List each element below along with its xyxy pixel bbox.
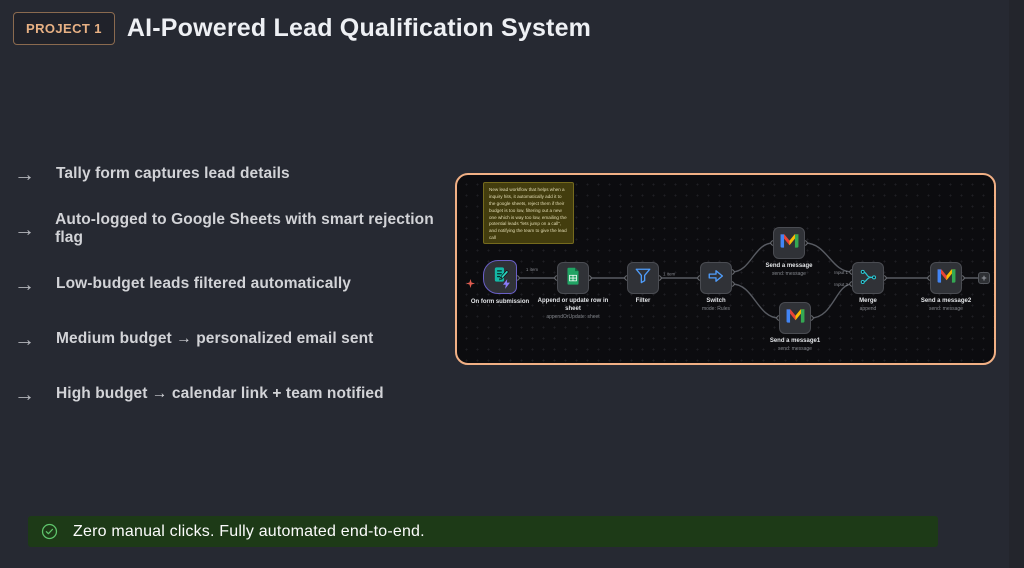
node-label: Send a message1 (769, 338, 821, 344)
node-sublabel: appendOrUpdate: sheet (546, 314, 600, 321)
check-circle-icon (41, 523, 58, 540)
arrow-icon: → (14, 272, 35, 296)
feature-text: High budget → calendar link + team notif… (56, 385, 384, 402)
gmail-icon (937, 268, 956, 288)
node-sublabel: send: message (772, 271, 806, 278)
feature-item: → Medium budget → personalized email sen… (14, 325, 454, 353)
feature-text: Tally form captures lead details (56, 165, 290, 182)
arrow-icon: → (14, 162, 35, 186)
node-merge[interactable] (852, 262, 884, 294)
node-label: Append or update row in sheet (537, 298, 609, 313)
feature-item: → Auto-logged to Google Sheets with smar… (14, 211, 454, 246)
merge-input2-label: Input 2 (834, 282, 848, 287)
node-label: Send a message2 (920, 298, 972, 304)
feature-list: → Tally form captures lead details → Aut… (14, 160, 454, 435)
gmail-icon (780, 233, 799, 253)
node-append-sheet[interactable] (557, 262, 589, 294)
node-label: Merge (859, 298, 877, 304)
node-sublabel: append (859, 306, 877, 313)
feature-text: Auto-logged to Google Sheets with smart … (55, 211, 434, 246)
node-label: Send a message (765, 263, 813, 269)
feature-text: Medium budget → personalized email sent (56, 330, 374, 347)
arrow-icon: → (14, 382, 35, 406)
form-trigger-icon (492, 266, 509, 288)
node-switch[interactable] (700, 262, 732, 294)
gmail-icon (786, 308, 805, 328)
feature-item: → Low-budget leads filtered automaticall… (14, 270, 454, 298)
arrow-icon: → (14, 217, 35, 241)
slide-header: PROJECT 1 AI-Powered Lead Qualification … (13, 12, 591, 45)
switch-arrow-icon (707, 267, 725, 290)
arrow-icon: → (14, 327, 35, 351)
node-sublabel: send: message (778, 346, 812, 353)
node-label: Switch (706, 298, 726, 304)
node-sublabel: send: message (929, 306, 963, 313)
result-banner: Zero manual clicks. Fully automated end-… (28, 516, 938, 547)
trigger-sparkle-icon (466, 275, 475, 293)
filter-funnel-icon (634, 267, 652, 290)
merge-icon (859, 267, 877, 290)
node-on-form-submission[interactable] (483, 260, 517, 294)
node-filter[interactable] (627, 262, 659, 294)
feature-item: → High budget → calendar link + team not… (14, 380, 454, 408)
node-send-message2[interactable] (930, 262, 962, 294)
add-node-button[interactable]: + (978, 272, 990, 284)
result-text: Zero manual clicks. Fully automated end-… (73, 522, 425, 540)
merge-input1-label: Input 1 (834, 270, 848, 275)
node-label: On form submission (470, 299, 530, 305)
node-send-message[interactable] (773, 227, 805, 259)
connection-item-count: 1 item (663, 272, 676, 277)
sticky-note[interactable]: New lead workflow that helps when a inqu… (483, 182, 574, 244)
window-edge (1009, 0, 1024, 568)
page-title: AI-Powered Lead Qualification System (126, 14, 592, 42)
workflow-canvas: 1 item 1 item Input 1 Input 2 New lead w… (455, 173, 996, 365)
google-sheets-icon (566, 267, 580, 290)
feature-text: Low-budget leads filtered automatically (56, 275, 352, 292)
node-sublabel: mode: Rules (701, 306, 731, 313)
lightning-bolt-icon (503, 276, 510, 294)
node-label: Filter (635, 298, 651, 304)
feature-item: → Tally form captures lead details (14, 160, 454, 188)
node-send-message1[interactable] (779, 302, 811, 334)
project-badge: PROJECT 1 (13, 12, 115, 45)
connection-item-count: 1 item (526, 267, 539, 272)
